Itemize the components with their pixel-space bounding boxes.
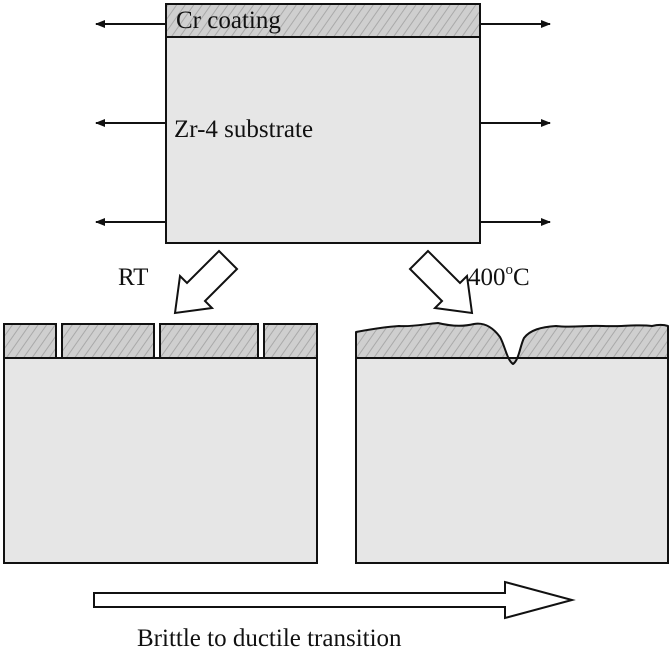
high-temperature-label: 400oC [468,262,530,291]
tension-arrows [95,20,551,226]
high-temperature-value: 400 [468,264,506,291]
degree-superscript: o [505,262,514,278]
initial-specimen [165,3,481,244]
transition-arrow [93,580,576,620]
high-temp-branch-arrow [408,249,474,315]
high-temp-substrate [355,357,669,564]
coating-label: Cr coating [176,7,281,34]
high-temp-specimen [355,322,669,564]
rt-coating-segment [3,323,57,359]
rt-coating-segment [61,323,155,359]
rt-branch-arrow [173,249,239,315]
rt-coating-segment [263,323,318,359]
temperature-unit: C [513,264,530,291]
rt-substrate [3,357,318,564]
top-substrate [165,36,481,244]
room-temperature-label: RT [118,264,149,291]
top-coating [165,3,481,38]
substrate-label: Zr-4 substrate [174,116,314,143]
rt-specimen [3,323,318,564]
rt-coating-segment [159,323,259,359]
transition-label: Brittle to ductile transition [137,625,402,652]
high-temp-coating [355,322,669,365]
